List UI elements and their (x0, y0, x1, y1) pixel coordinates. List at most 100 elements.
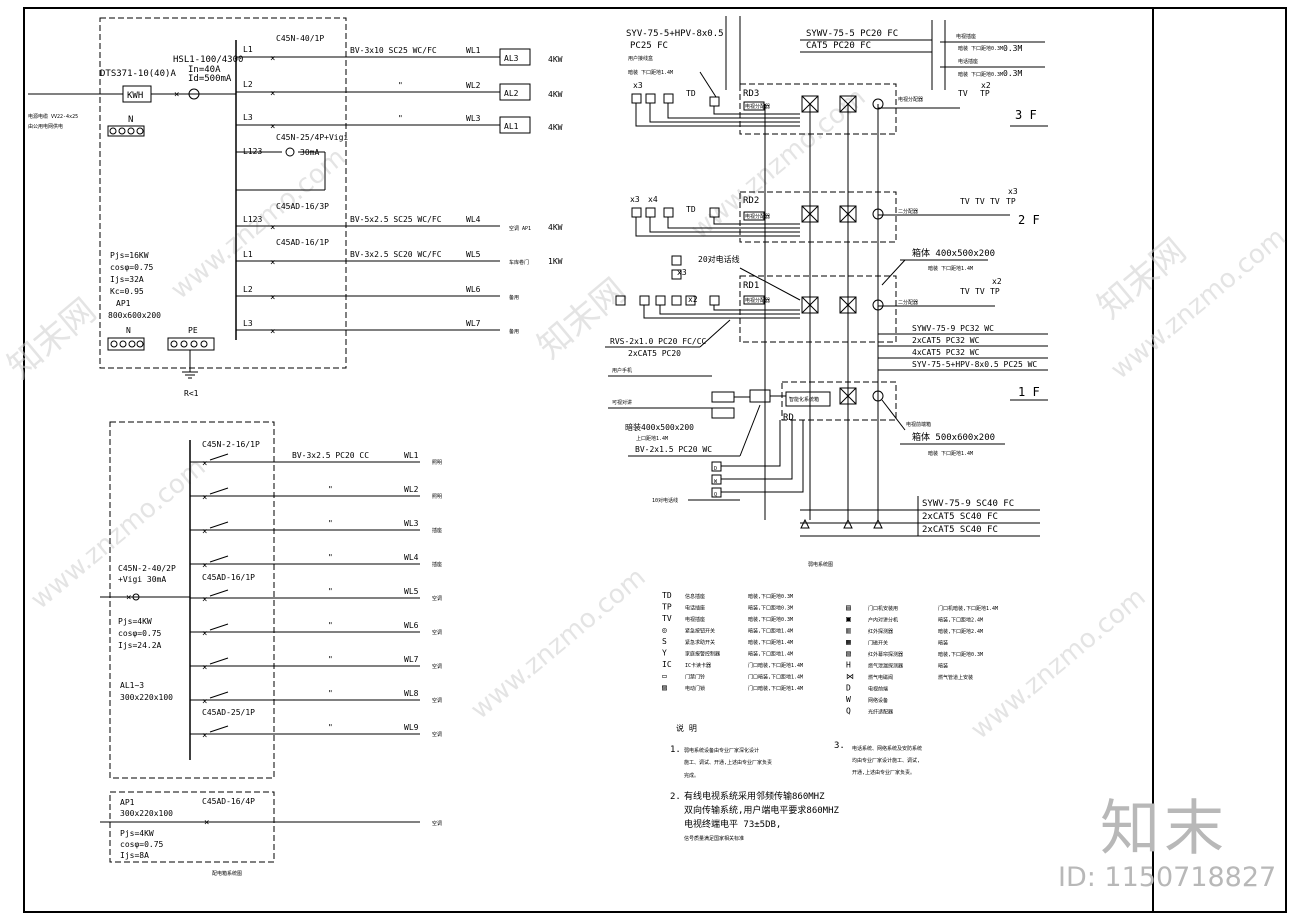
svg-text:暗装,下口距地1.4M: 暗装,下口距地1.4M (748, 628, 793, 635)
svg-text:TD: TD (686, 205, 696, 214)
svg-text:": " (328, 723, 333, 732)
svg-text:www.znzmo.com: www.znzmo.com (685, 82, 871, 245)
svg-text:暗装,下口距地0.3M: 暗装,下口距地0.3M (748, 616, 793, 623)
svg-text:0.3M: 0.3M (1003, 44, 1022, 53)
svg-text:二分配器: 二分配器 (898, 299, 918, 306)
legend-row: ⋈燃气电磁阀燃气管道上安装 (846, 672, 973, 681)
svg-text:WL5: WL5 (404, 587, 419, 596)
svg-text:4xCAT5 PC32 WC: 4xCAT5 PC32 WC (912, 348, 980, 357)
svg-text:▤: ▤ (846, 603, 851, 612)
svg-text:10对电话线: 10对电话线 (652, 497, 678, 504)
svg-text:cosφ=0.75: cosφ=0.75 (118, 629, 162, 638)
svg-text:备用: 备用 (509, 328, 519, 335)
outer-frame (23, 7, 1287, 913)
svg-text:TV: TV (960, 197, 970, 206)
svg-text:暗装 下口距地0.3M: 暗装 下口距地0.3M (958, 45, 1003, 52)
svg-text:电视插座: 电视插座 (685, 616, 705, 623)
svg-text:PC25 FC: PC25 FC (630, 41, 668, 51)
legend-row: ▤门口机安装用门口机暗装,下口距地1.4M (846, 603, 998, 612)
svg-text:x3: x3 (630, 195, 640, 204)
svg-text:×: × (202, 459, 207, 469)
svg-text:▭: ▭ (662, 672, 667, 681)
svg-text:RD2: RD2 (743, 196, 759, 206)
svg-text:AL1: AL1 (504, 122, 519, 131)
notes-section: 说 明 1. 弱电系统设备由专业厂家深化设计 施工、调试、开通,上述由专业厂家负… (670, 723, 922, 842)
svg-text:AL3: AL3 (504, 54, 519, 63)
svg-text:WL2: WL2 (404, 485, 419, 494)
svg-text:×: × (270, 122, 275, 132)
svg-text:暗装,下口距地0.3M: 暗装,下口距地0.3M (748, 605, 793, 612)
svg-text:插座: 插座 (432, 561, 442, 568)
svg-text:WL1: WL1 (466, 46, 481, 55)
svg-text:暗装,下口距地2.4M: 暗装,下口距地2.4M (938, 617, 983, 624)
svg-text:Pjs=4KW: Pjs=4KW (118, 617, 152, 626)
svg-text:×: × (204, 818, 209, 828)
svg-text:": " (328, 519, 333, 528)
svg-text:暗装400x500x200: 暗装400x500x200 (625, 422, 694, 432)
svg-text:有线电视系统采用邻频传输860MHZ: 有线电视系统采用邻频传输860MHZ (684, 790, 825, 802)
svg-text:×: × (270, 293, 275, 303)
svg-text:N: N (128, 115, 133, 125)
svg-text:TP: TP (990, 287, 1000, 296)
svg-text:+Vigi 30mA: +Vigi 30mA (118, 575, 166, 584)
svg-text:电视前端箱: 电视前端箱 (906, 421, 931, 428)
svg-text:空调: 空调 (432, 697, 442, 704)
svg-text:Y: Y (662, 649, 667, 658)
svg-text:×: × (202, 629, 207, 639)
svg-text:SYWV-75-5 PC20 FC: SYWV-75-5 PC20 FC (806, 29, 898, 39)
svg-text:1KW: 1KW (548, 257, 563, 266)
svg-text:上口距地1.4M: 上口距地1.4M (636, 435, 668, 442)
riser-junction (839, 205, 857, 223)
svg-text:TV: TV (975, 287, 985, 296)
drawing-id: ID: 1150718827 (1058, 862, 1277, 893)
svg-text:空调: 空调 (432, 595, 442, 602)
svg-text:Id=500mA: Id=500mA (188, 74, 232, 84)
svg-text:WL3: WL3 (466, 114, 481, 123)
svg-text:暗装,下口距地1.4M: 暗装,下口距地1.4M (748, 651, 793, 658)
watermark: www.znzmo.com www.znzmo.com www.znzmo.co… (0, 82, 1291, 745)
svg-text:www.znzmo.com: www.znzmo.com (465, 562, 651, 725)
svg-text:": " (328, 485, 333, 494)
svg-text:x2: x2 (992, 277, 1002, 286)
svg-text:WL6: WL6 (404, 621, 419, 630)
svg-text:C45AD-16/1P: C45AD-16/1P (202, 573, 255, 582)
svg-text:WL4: WL4 (466, 215, 481, 224)
svg-text:RD3: RD3 (743, 89, 759, 99)
svg-text:AL1~3: AL1~3 (120, 681, 144, 690)
svg-text:WL1: WL1 (404, 451, 419, 460)
svg-text:电动门锁: 电动门锁 (685, 685, 705, 692)
panel-al-diagram: × C45N-2-40/2P +Vigi 30mA C45N-2-16/1P C… (100, 421, 442, 779)
svg-text:照明: 照明 (432, 460, 442, 466)
svg-text:暗装 下口距地1.4M: 暗装 下口距地1.4M (928, 450, 973, 457)
svg-text:可视对讲: 可视对讲 (612, 399, 632, 406)
tv-splitter (872, 299, 884, 311)
svg-text:": " (328, 689, 333, 698)
svg-text:红外探测器: 红外探测器 (868, 628, 893, 635)
svg-text:门口暗装,下口距地1.4M: 门口暗装,下口距地1.4M (748, 685, 803, 692)
brand-logo: 知末 (1100, 794, 1228, 864)
svg-text:×: × (270, 89, 275, 99)
svg-text:C45AD-16/1P: C45AD-16/1P (276, 238, 329, 247)
svg-text:L2: L2 (243, 80, 253, 89)
svg-text:光纤适配器: 光纤适配器 (868, 709, 893, 716)
svg-text:Q: Q (714, 492, 717, 498)
svg-text:0.3M: 0.3M (1003, 69, 1022, 78)
svg-text:TV: TV (990, 197, 1000, 206)
svg-text:x2: x2 (981, 81, 991, 90)
svg-text:TV: TV (958, 89, 968, 98)
svg-text:BV-5x2.5 SC25 WC/FC: BV-5x2.5 SC25 WC/FC (350, 215, 442, 224)
svg-text:RD1: RD1 (743, 281, 759, 291)
tv-splitter (872, 390, 884, 402)
svg-text:暗装: 暗装 (938, 663, 948, 670)
svg-text:H: H (846, 661, 851, 670)
svg-text:暗装,下口距地0.3M: 暗装,下口距地0.3M (938, 651, 983, 658)
svg-text:TD: TD (662, 591, 672, 600)
svg-text:照明: 照明 (432, 494, 442, 500)
